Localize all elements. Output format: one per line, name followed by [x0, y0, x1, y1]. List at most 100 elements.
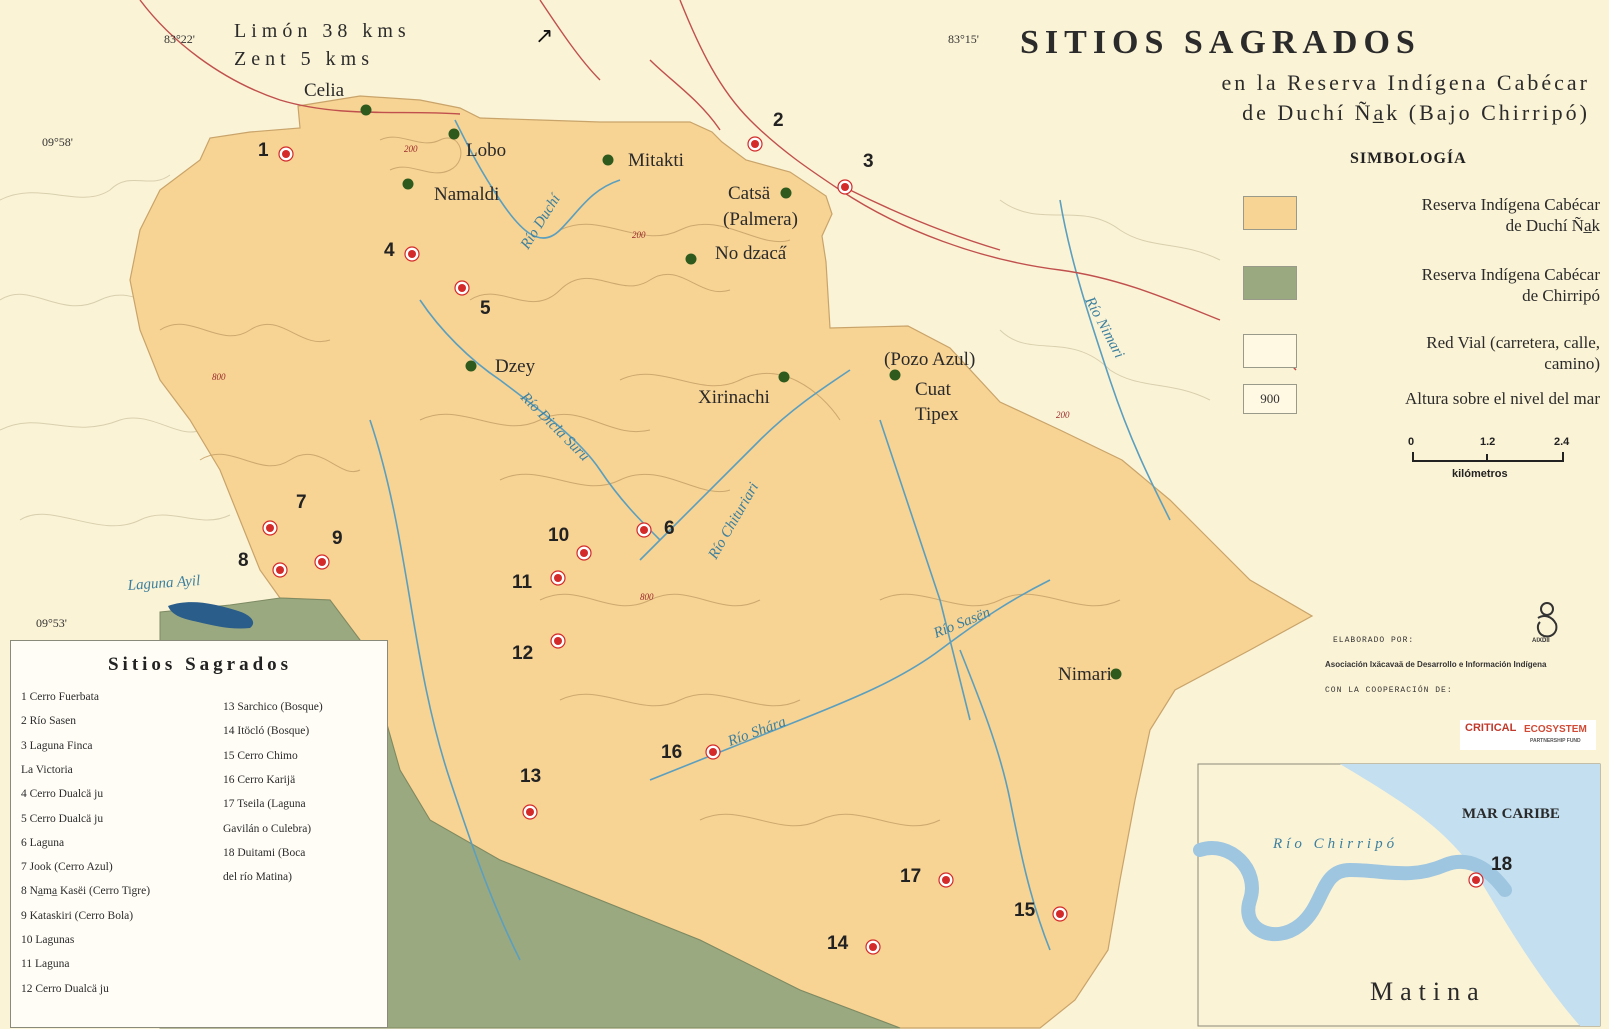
village-dot — [1110, 668, 1122, 680]
sacred-site-6: 6 — [636, 518, 675, 539]
road-network — [139, 0, 1221, 321]
site-list-item: 6 Laguna — [21, 836, 65, 849]
legend-text-road: Red Vial (carretera, calle, camino) — [1300, 332, 1600, 374]
sites-list-title: Sitios Sagrados — [107, 654, 293, 675]
scale-tick-2: 2.4 — [1554, 436, 1570, 448]
legend-road-line1: Red Vial (carretera, calle, — [1426, 333, 1600, 352]
sacred-site-16: 16 — [661, 742, 721, 763]
inset-sea-label: MAR CARIBE — [1462, 806, 1560, 822]
site-list-item: 14 Itöcló (Bosque) — [223, 725, 310, 738]
sacred-site-11: 11 — [512, 570, 566, 593]
sacred-site-9: 9 — [314, 528, 343, 570]
legend-road-line2: camino) — [1544, 354, 1600, 373]
sacred-site-5: 5 — [454, 280, 491, 319]
site-dot — [554, 574, 562, 582]
sacred-site-10: 10 — [548, 525, 592, 561]
village-markers: CeliaLoboNamaldiMitaktiCatsä(Palmera)No … — [304, 80, 1122, 685]
site-number: 5 — [480, 298, 491, 319]
site-dot — [1056, 910, 1064, 918]
sacred-site-13: 13 — [520, 766, 541, 820]
map-subtitle-line2: de Duchí Ña̲k (Bajo Chirripó) — [1242, 100, 1590, 125]
inset-site-dot — [1472, 876, 1480, 884]
legend-text-duchi: Reserva Indígena Cabécar de Duchí Ña̲k — [1300, 194, 1600, 236]
aixdii-logo-icon: AIXDII — [1530, 600, 1564, 646]
site-list-item: del río Matina) — [223, 871, 292, 884]
inset-site-marker: 18 — [1468, 854, 1512, 888]
site-list-item: Gavilán o Culebra) — [223, 822, 312, 835]
legend-text-elevation: Altura sobre el nivel del mar — [1405, 389, 1600, 408]
sacred-site-1: 1 — [258, 140, 294, 162]
village-dot — [448, 128, 460, 140]
site-dot — [458, 284, 466, 292]
river-label: Laguna Ayil — [126, 573, 201, 594]
aixdii-logo-svg — [1536, 602, 1558, 638]
site-number: 3 — [863, 151, 874, 172]
site-list-item: 8 Na̲ma̲ Kasëi (Cerro Tigre) — [21, 885, 151, 898]
legend-swatch-elevation: 900 — [1243, 384, 1297, 414]
site-number: 2 — [773, 110, 784, 131]
village-dot — [685, 253, 697, 265]
site-dot — [709, 748, 717, 756]
direction-arrow-icon: ↗ — [535, 24, 553, 49]
scale-tick-1: 1.2 — [1480, 436, 1496, 448]
village-label: Tipex — [915, 404, 959, 425]
site-list-item: 7 Jook (Cerro Azul) — [21, 861, 113, 874]
site-list-item: 11 Laguna — [21, 958, 70, 971]
cepf-critical: CRITICAL — [1465, 722, 1517, 734]
coord-lat-top: 09°58' — [42, 135, 73, 149]
contour-label: 800 — [212, 372, 226, 382]
legend-item-duchi: Reserva Indígena Cabécar de Duchí Ña̲k — [1240, 190, 1600, 250]
village-label: Nimari — [1058, 664, 1112, 685]
site-list-item: 9 Kataskiri (Cerro Bola) — [21, 909, 134, 922]
contour-label: 200 — [404, 144, 418, 154]
scale-bar: 0 1.2 2.4 kilómetros — [1400, 436, 1570, 486]
site-number: 7 — [296, 492, 307, 513]
site-dot — [318, 558, 326, 566]
site-dot — [266, 524, 274, 532]
site-dot — [841, 183, 849, 191]
legend-duchi-line1: Reserva Indígena Cabécar — [1421, 195, 1600, 214]
village-dot — [402, 178, 414, 190]
site-number: 16 — [661, 742, 682, 763]
legend-swatch-road — [1243, 334, 1297, 368]
village-label: Cuat — [915, 379, 952, 400]
village-label: No dzaca̋ — [715, 243, 787, 264]
legend-item-elevation: 900 Altura sobre el nivel del mar — [1240, 380, 1600, 440]
sacred-site-4: 4 — [384, 240, 420, 262]
relief-contours — [159, 136, 1121, 827]
scale-tick-0: 0 — [1408, 436, 1415, 448]
site-number: 9 — [332, 528, 343, 549]
cepf-ecosystem: ECOSYSTEM — [1524, 724, 1587, 735]
village-dot — [465, 360, 477, 372]
village-label: Namaldi — [434, 184, 499, 205]
site-list-item: 3 Laguna Finca — [21, 739, 93, 752]
site-number: 14 — [827, 933, 849, 954]
sacred-site-2: 2 — [747, 110, 784, 152]
site-list-item: 18 Duitami (Boca — [223, 846, 306, 859]
site-list-item: 5 Cerro Dualcä ju — [21, 812, 104, 825]
site-list-item: 1 Cerro Fuerbata — [21, 691, 99, 703]
site-number: 4 — [384, 240, 395, 261]
inset-panel — [1193, 763, 1601, 1027]
site-number: 11 — [512, 572, 533, 593]
sacred-site-14: 14 — [827, 933, 881, 955]
map-title: SITIOS SAGRADOS — [1020, 24, 1421, 61]
village-label: Lobo — [466, 140, 506, 161]
coord-lat-bottom: 09°53' — [36, 616, 67, 630]
legend-text-chirripo: Reserva Indígena Cabécar de Chirripó — [1300, 264, 1600, 306]
legend-title: SIMBOLOGÍA — [1350, 150, 1467, 167]
village-label: Dzey — [495, 356, 536, 377]
scale-unit: kilómetros — [1452, 468, 1508, 480]
site-list-item: 17 Tseila (Laguna — [223, 798, 306, 811]
cepf-partnership: PARTNERSHIP FUND — [1530, 738, 1581, 744]
village-label: (Palmera) — [723, 209, 798, 230]
sacred-site-7: 7 — [262, 492, 307, 536]
distance-limon: Limón 38 kms — [234, 20, 411, 42]
site-dot — [554, 637, 562, 645]
site-number: 8 — [238, 550, 249, 571]
background-contours — [0, 174, 1221, 527]
reserve-duchi-area — [129, 95, 1314, 1029]
